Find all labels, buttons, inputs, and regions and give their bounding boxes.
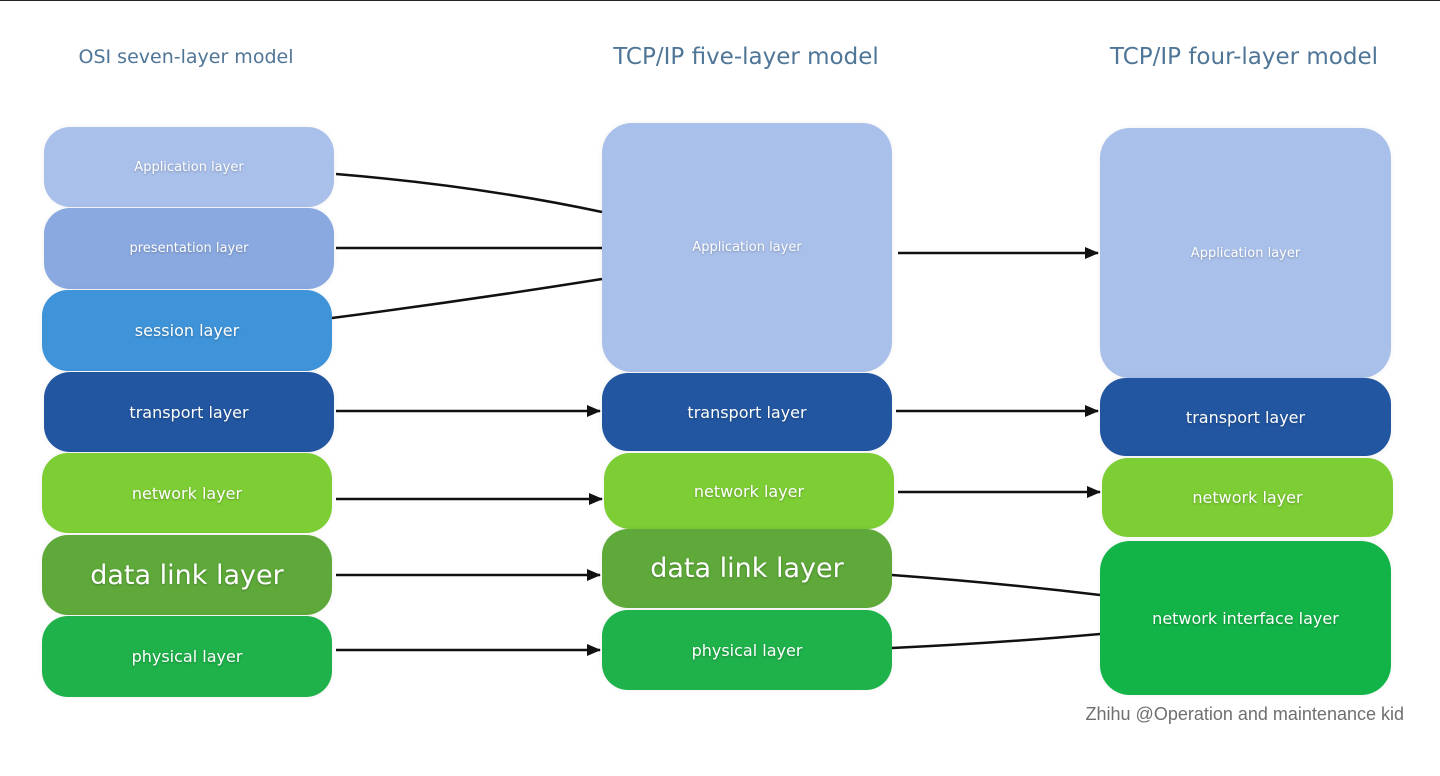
osi-application-layer: Application layer xyxy=(44,127,334,207)
watermark-credit: Zhihu @Operation and maintenance kid xyxy=(1085,704,1404,724)
tcpip4-transport-layer: transport layer xyxy=(1100,378,1391,456)
tcpip5-transport-layer: transport layer xyxy=(602,373,892,451)
tcpip5-data-link-layer: data link layer xyxy=(602,529,892,608)
tcpip4-model-title: TCP/IP four-layer model xyxy=(1109,44,1379,70)
tcpip5-physical-layer: physical layer xyxy=(602,610,892,690)
osi-network-layer: network layer xyxy=(42,453,332,533)
tcpip4-application-layer: Application layer xyxy=(1100,128,1391,378)
osi-model-title: OSI seven-layer model xyxy=(78,46,294,68)
connector-osi-application-to-tcpip5-application xyxy=(335,172,603,214)
connector-tcpip5-data-link-to-tcpip4-network-interface xyxy=(891,573,1101,597)
tcpip4-network-interface-layer: network interface layer xyxy=(1100,541,1391,695)
tcpip5-network-layer: network layer xyxy=(604,453,894,529)
osi-data-link-layer: data link layer xyxy=(42,535,332,615)
top-border xyxy=(0,0,1440,1)
connector-tcpip5-physical-to-tcpip4-network-interface xyxy=(891,632,1101,650)
osi-session-layer: session layer xyxy=(42,290,332,371)
osi-transport-layer: transport layer xyxy=(44,372,334,452)
tcpip4-network-layer: network layer xyxy=(1102,458,1393,537)
tcpip5-application-layer: Application layer xyxy=(602,123,892,372)
connector-osi-session-to-tcpip5-application xyxy=(331,277,603,320)
osi-physical-layer: physical layer xyxy=(42,616,332,697)
tcpip5-model-title: TCP/IP five-layer model xyxy=(613,44,879,70)
osi-presentation-layer: presentation layer xyxy=(44,208,334,289)
